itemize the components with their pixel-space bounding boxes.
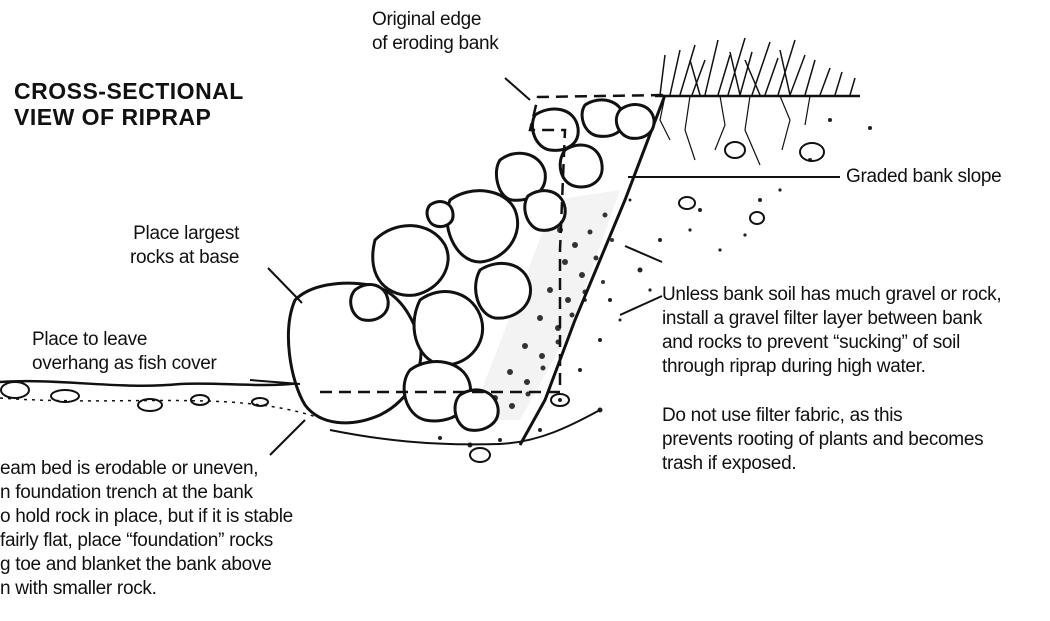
label-line: trash if exposed. <box>662 452 983 476</box>
label-line: Graded bank slope <box>846 166 1001 187</box>
label-line: fairly flat, place “foundation” rocks <box>0 529 293 553</box>
label-line: prevents rooting of plants and becomes <box>662 428 983 452</box>
label-line: g toe and blanket the bank above <box>0 553 293 577</box>
label-line: install a gravel filter layer between ba… <box>662 307 1001 331</box>
rock <box>351 285 389 321</box>
rock <box>532 109 578 150</box>
label-largest-rocks: Place largest rocks at base <box>130 222 239 270</box>
label-line: n with smaller rock. <box>0 577 293 601</box>
label-line: and rocks to prevent “sucking” of soil <box>662 331 1001 355</box>
label-line: Do not use filter fabric, as this <box>662 404 983 428</box>
rock <box>616 105 654 139</box>
label-line: Unless bank soil has much gravel or rock… <box>662 283 1001 307</box>
rock <box>525 191 565 231</box>
roots <box>660 96 810 165</box>
label-line: through riprap during high water. <box>662 355 1001 379</box>
rock <box>560 145 602 187</box>
label-line: overhang as fish cover <box>32 352 217 376</box>
title-line: VIEW OF RIPRAP <box>14 104 244 130</box>
label-line: n foundation trench at the bank <box>0 481 293 505</box>
label-line: of eroding bank <box>372 32 499 56</box>
label-foundation: eam bed is erodable or uneven, n foundat… <box>0 457 293 601</box>
rock <box>427 202 453 227</box>
label-graded-slope: Graded bank slope <box>846 165 1001 189</box>
label-line: Place to leave <box>32 328 217 352</box>
rock <box>373 226 448 296</box>
rock <box>476 263 531 318</box>
rock <box>455 390 498 430</box>
label-overhang: Place to leave overhang as fish cover <box>32 328 217 376</box>
label-line: Original edge <box>372 8 499 32</box>
grass <box>660 38 855 95</box>
title-line: CROSS-SECTIONAL <box>14 78 244 104</box>
label-line: eam bed is erodable or uneven, <box>0 457 293 481</box>
diagram-title: CROSS-SECTIONAL VIEW OF RIPRAP <box>14 78 244 130</box>
rock <box>447 191 518 262</box>
label-gravel-filter: Unless bank soil has much gravel or rock… <box>662 283 1001 379</box>
label-filter-fabric: Do not use filter fabric, as this preven… <box>662 404 983 476</box>
label-line: Place largest <box>130 222 239 246</box>
label-line: o hold rock in place, but if it is stabl… <box>0 505 293 529</box>
rock <box>414 292 483 365</box>
label-line: rocks at base <box>130 246 239 270</box>
label-original-edge: Original edge of eroding bank <box>372 8 499 56</box>
